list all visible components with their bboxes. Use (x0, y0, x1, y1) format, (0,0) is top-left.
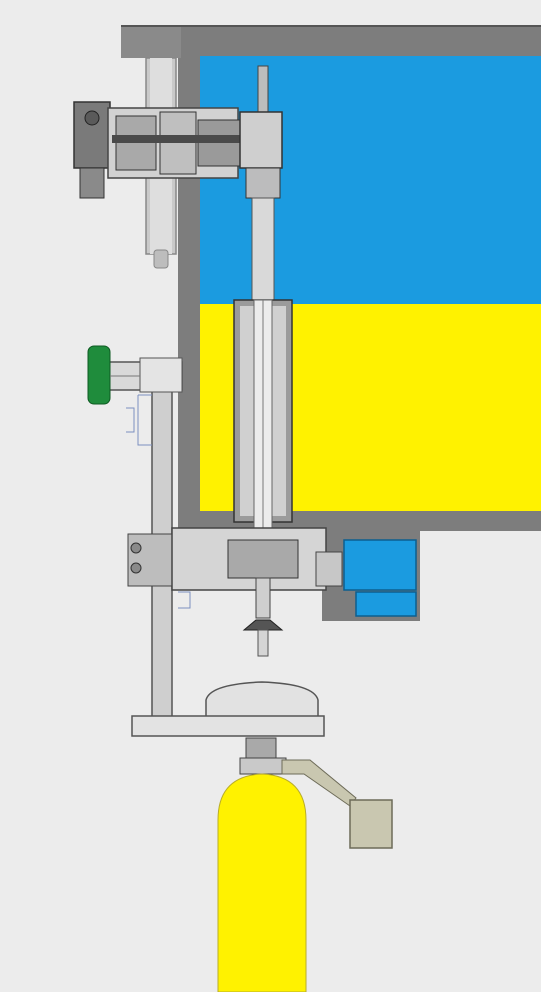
tank-top-lip (121, 26, 181, 58)
side-actuator (73, 101, 252, 199)
platform (131, 715, 325, 737)
annotation-marks (126, 394, 191, 609)
tank-left-wall (178, 26, 200, 531)
valve-body (127, 527, 343, 657)
gas-cylinder (217, 773, 307, 992)
green-handwheel-icon (87, 345, 111, 405)
neck-clamp (239, 737, 393, 849)
hand-valve (87, 345, 183, 405)
drive-box (343, 539, 417, 617)
bell-cap (205, 681, 319, 719)
filling-valve (233, 65, 293, 541)
